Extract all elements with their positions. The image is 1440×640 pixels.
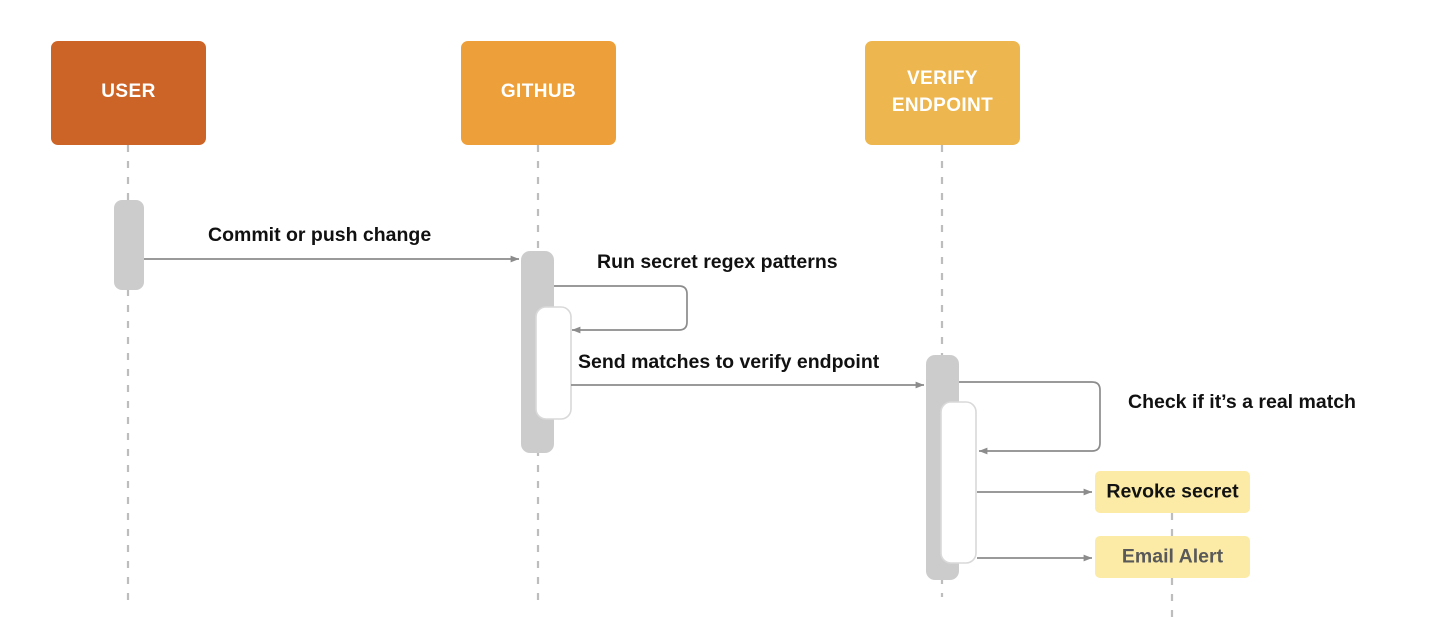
note-box-revoke-secret[interactable] [1095,471,1250,513]
note-label-revoke-secret: Revoke secret [1106,481,1239,503]
message-label-send-matches-to-verify-endpoint: Send matches to verify endpoint [578,351,880,373]
message-selfloop-check-if-its-a-real-match [959,381,1101,455]
actor-verify-endpoint[interactable]: VERIFY ENDPOINT [865,41,1020,145]
note-box-email-alert[interactable] [1095,536,1250,578]
actor-box-github[interactable] [461,41,616,145]
message-label-commit-or-push-change: Commit or push change [208,224,431,246]
actor-label-verify-endpoint-line1: VERIFY [907,68,978,89]
activation-github-nested [535,306,572,420]
activation-verify-endpoint-nested [940,401,977,564]
activations-layer [114,200,977,580]
activation-user [114,200,144,290]
actor-label-github: GITHUB [501,81,576,102]
actor-label-verify-endpoint-line2: ENDPOINT [892,95,993,116]
actor-box-verify-endpoint[interactable] [865,41,1020,145]
message-label-run-secret-regex-patterns: Run secret regex patterns [597,251,838,273]
actor-label-user: USER [101,81,155,102]
messages-layer [144,255,1101,562]
message-selfloop-run-secret-regex-patterns [554,285,688,334]
actor-box-user[interactable] [51,41,206,145]
note-revoke-secret[interactable]: Revoke secret [1095,471,1250,513]
note-email-alert[interactable]: Email Alert [1095,536,1250,578]
actor-user[interactable]: USER [51,41,206,145]
note-label-email-alert: Email Alert [1122,546,1224,568]
message-labels-layer: Commit or push change Run secret regex p… [208,224,1356,413]
message-label-check-if-its-a-real-match: Check if it’s a real match [1128,391,1356,413]
actor-github[interactable]: GITHUB [461,41,616,145]
